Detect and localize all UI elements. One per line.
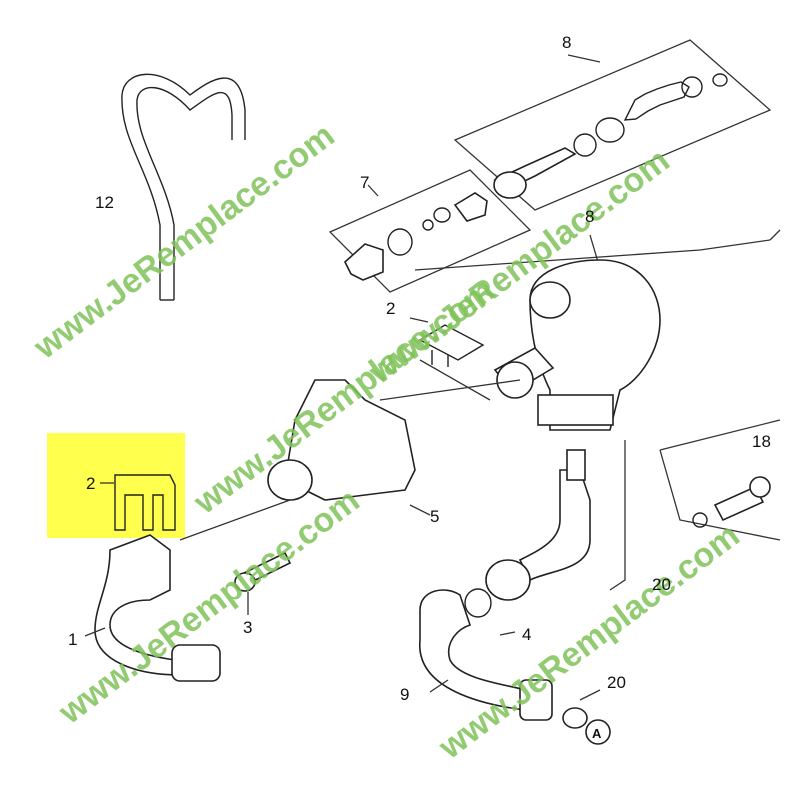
part-3-screw [234,551,292,615]
part-1-elbow [84,534,221,682]
watermark-1: www.JeRemplace.com [26,116,341,367]
part-18-group [659,229,781,541]
part-2-clip-mid [409,317,485,367]
callout-labels: 8 7 8 12 2 2 18 5 20 3 1 4 9 20 A [68,33,771,741]
reference-a-circle [585,719,611,745]
callout-2-mid: 2 [386,299,395,318]
part-8-manifold [414,234,771,431]
callout-8-mid: 8 [585,207,594,226]
part-12-hose [121,73,246,301]
callout-4: 4 [522,625,531,644]
part-7-kit-panel [328,169,532,293]
part-8-kit-panel [453,39,772,211]
callout-20-bot: 20 [607,673,626,692]
callout-12: 12 [95,193,114,212]
callout-5: 5 [430,507,439,526]
callout-8-top: 8 [562,33,571,52]
callout-18: 18 [752,432,771,451]
part-5-pump-head [179,379,521,541]
callout-9: 9 [400,685,409,704]
callout-7: 7 [360,173,369,192]
part-2-clip-highlighted [100,474,176,531]
callout-3: 3 [243,618,252,637]
callout-a: A [592,726,602,741]
part-9-elbow [419,440,626,729]
callout-20-mid: 20 [652,575,671,594]
callout-2-highlighted: 2 [86,474,95,493]
callout-1: 1 [68,630,77,649]
highlight-box [47,433,185,538]
